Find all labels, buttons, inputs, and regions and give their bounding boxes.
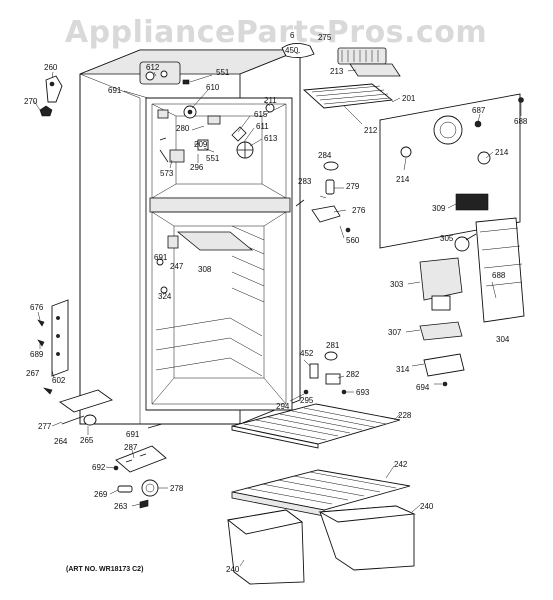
icemaker-area <box>281 43 401 109</box>
callout-270: 270 <box>24 97 38 106</box>
callout-612: 612 <box>146 63 160 72</box>
callout-279: 279 <box>346 182 360 191</box>
callout-275: 275 <box>318 33 332 42</box>
callout-602: 602 <box>52 376 66 385</box>
air-damper-parts <box>295 161 351 233</box>
callout-280: 280 <box>176 124 190 133</box>
callout-214: 214 <box>495 148 509 157</box>
callout-278: 278 <box>170 484 184 493</box>
callout-283: 283 <box>298 177 312 186</box>
leader-lines <box>33 51 522 567</box>
callout-687: 687 <box>472 106 486 115</box>
callout-452: 452 <box>300 349 314 358</box>
callout-560: 560 <box>346 236 360 245</box>
control-assembly <box>139 61 275 294</box>
callout-267: 267 <box>26 369 40 378</box>
callout-296: 296 <box>190 163 204 172</box>
callout-309: 309 <box>432 204 446 213</box>
callout-450: 450 <box>285 46 299 55</box>
callout-265: 265 <box>80 436 94 445</box>
shelf-support-parts <box>303 351 347 395</box>
callout-314: 314 <box>396 365 410 374</box>
callout-277: 277 <box>38 422 52 431</box>
right-parts <box>419 217 525 387</box>
callout-242: 242 <box>394 460 408 469</box>
callout-211: 211 <box>264 96 277 105</box>
callout-613: 613 <box>264 134 278 143</box>
callout-676: 676 <box>30 303 44 312</box>
callout-688: 688 <box>514 117 528 126</box>
callout-214: 214 <box>396 175 410 184</box>
callout-240: 240 <box>226 565 240 574</box>
evaporator-cover-201 <box>379 93 524 249</box>
callout-213: 213 <box>330 67 344 76</box>
callout-247: 247 <box>170 262 184 271</box>
roller-parts <box>113 445 167 509</box>
callout-611: 611 <box>256 122 269 131</box>
callout-694: 694 <box>416 383 430 392</box>
callout-303: 303 <box>390 280 404 289</box>
top-hinge-parts <box>39 75 63 117</box>
callout-551: 551 <box>216 68 230 77</box>
callout-551: 551 <box>206 154 220 163</box>
callout-201: 201 <box>402 94 416 103</box>
callout-693: 693 <box>356 388 370 397</box>
callout-615: 615 <box>254 110 268 119</box>
callout-691: 691 <box>108 86 122 95</box>
callout-307: 307 <box>388 328 402 337</box>
callout-281: 281 <box>326 341 340 350</box>
shelf-228 <box>231 403 401 449</box>
callout-6: 6 <box>290 31 295 40</box>
callout-240: 240 <box>420 502 434 511</box>
callout-264: 264 <box>54 437 68 446</box>
callout-263: 263 <box>114 502 128 511</box>
callout-284: 284 <box>318 151 332 160</box>
callout-688: 688 <box>492 271 506 280</box>
callout-691: 691 <box>126 430 140 439</box>
callout-276: 276 <box>352 206 366 215</box>
callout-691: 691 <box>154 253 168 262</box>
callout-212: 212 <box>364 126 378 135</box>
callout-304: 304 <box>496 335 510 344</box>
crisper-pans-240 <box>226 505 416 585</box>
art-number: (ART NO. WR18173 C2) <box>66 566 143 573</box>
callout-269: 269 <box>94 490 108 499</box>
callout-305: 305 <box>440 234 454 243</box>
callout-308: 308 <box>198 265 212 274</box>
callout-260: 260 <box>44 63 58 72</box>
callout-295: 295 <box>300 396 314 405</box>
callout-610: 610 <box>206 83 220 92</box>
callout-282: 282 <box>346 370 360 379</box>
callout-209: 209 <box>194 140 208 149</box>
callout-294: 294 <box>276 402 290 411</box>
watermark: AppliancePartsPros.com <box>65 15 487 50</box>
callout-573: 573 <box>160 169 174 178</box>
callout-692: 692 <box>92 463 106 472</box>
callout-324: 324 <box>158 292 172 301</box>
callout-287: 287 <box>124 443 138 452</box>
callout-689: 689 <box>30 350 44 359</box>
callout-labels: 260 270 691 612 551 610 211 615 611 613 … <box>24 31 528 574</box>
callout-228: 228 <box>398 411 412 420</box>
crisper-cover-242 <box>231 469 411 517</box>
